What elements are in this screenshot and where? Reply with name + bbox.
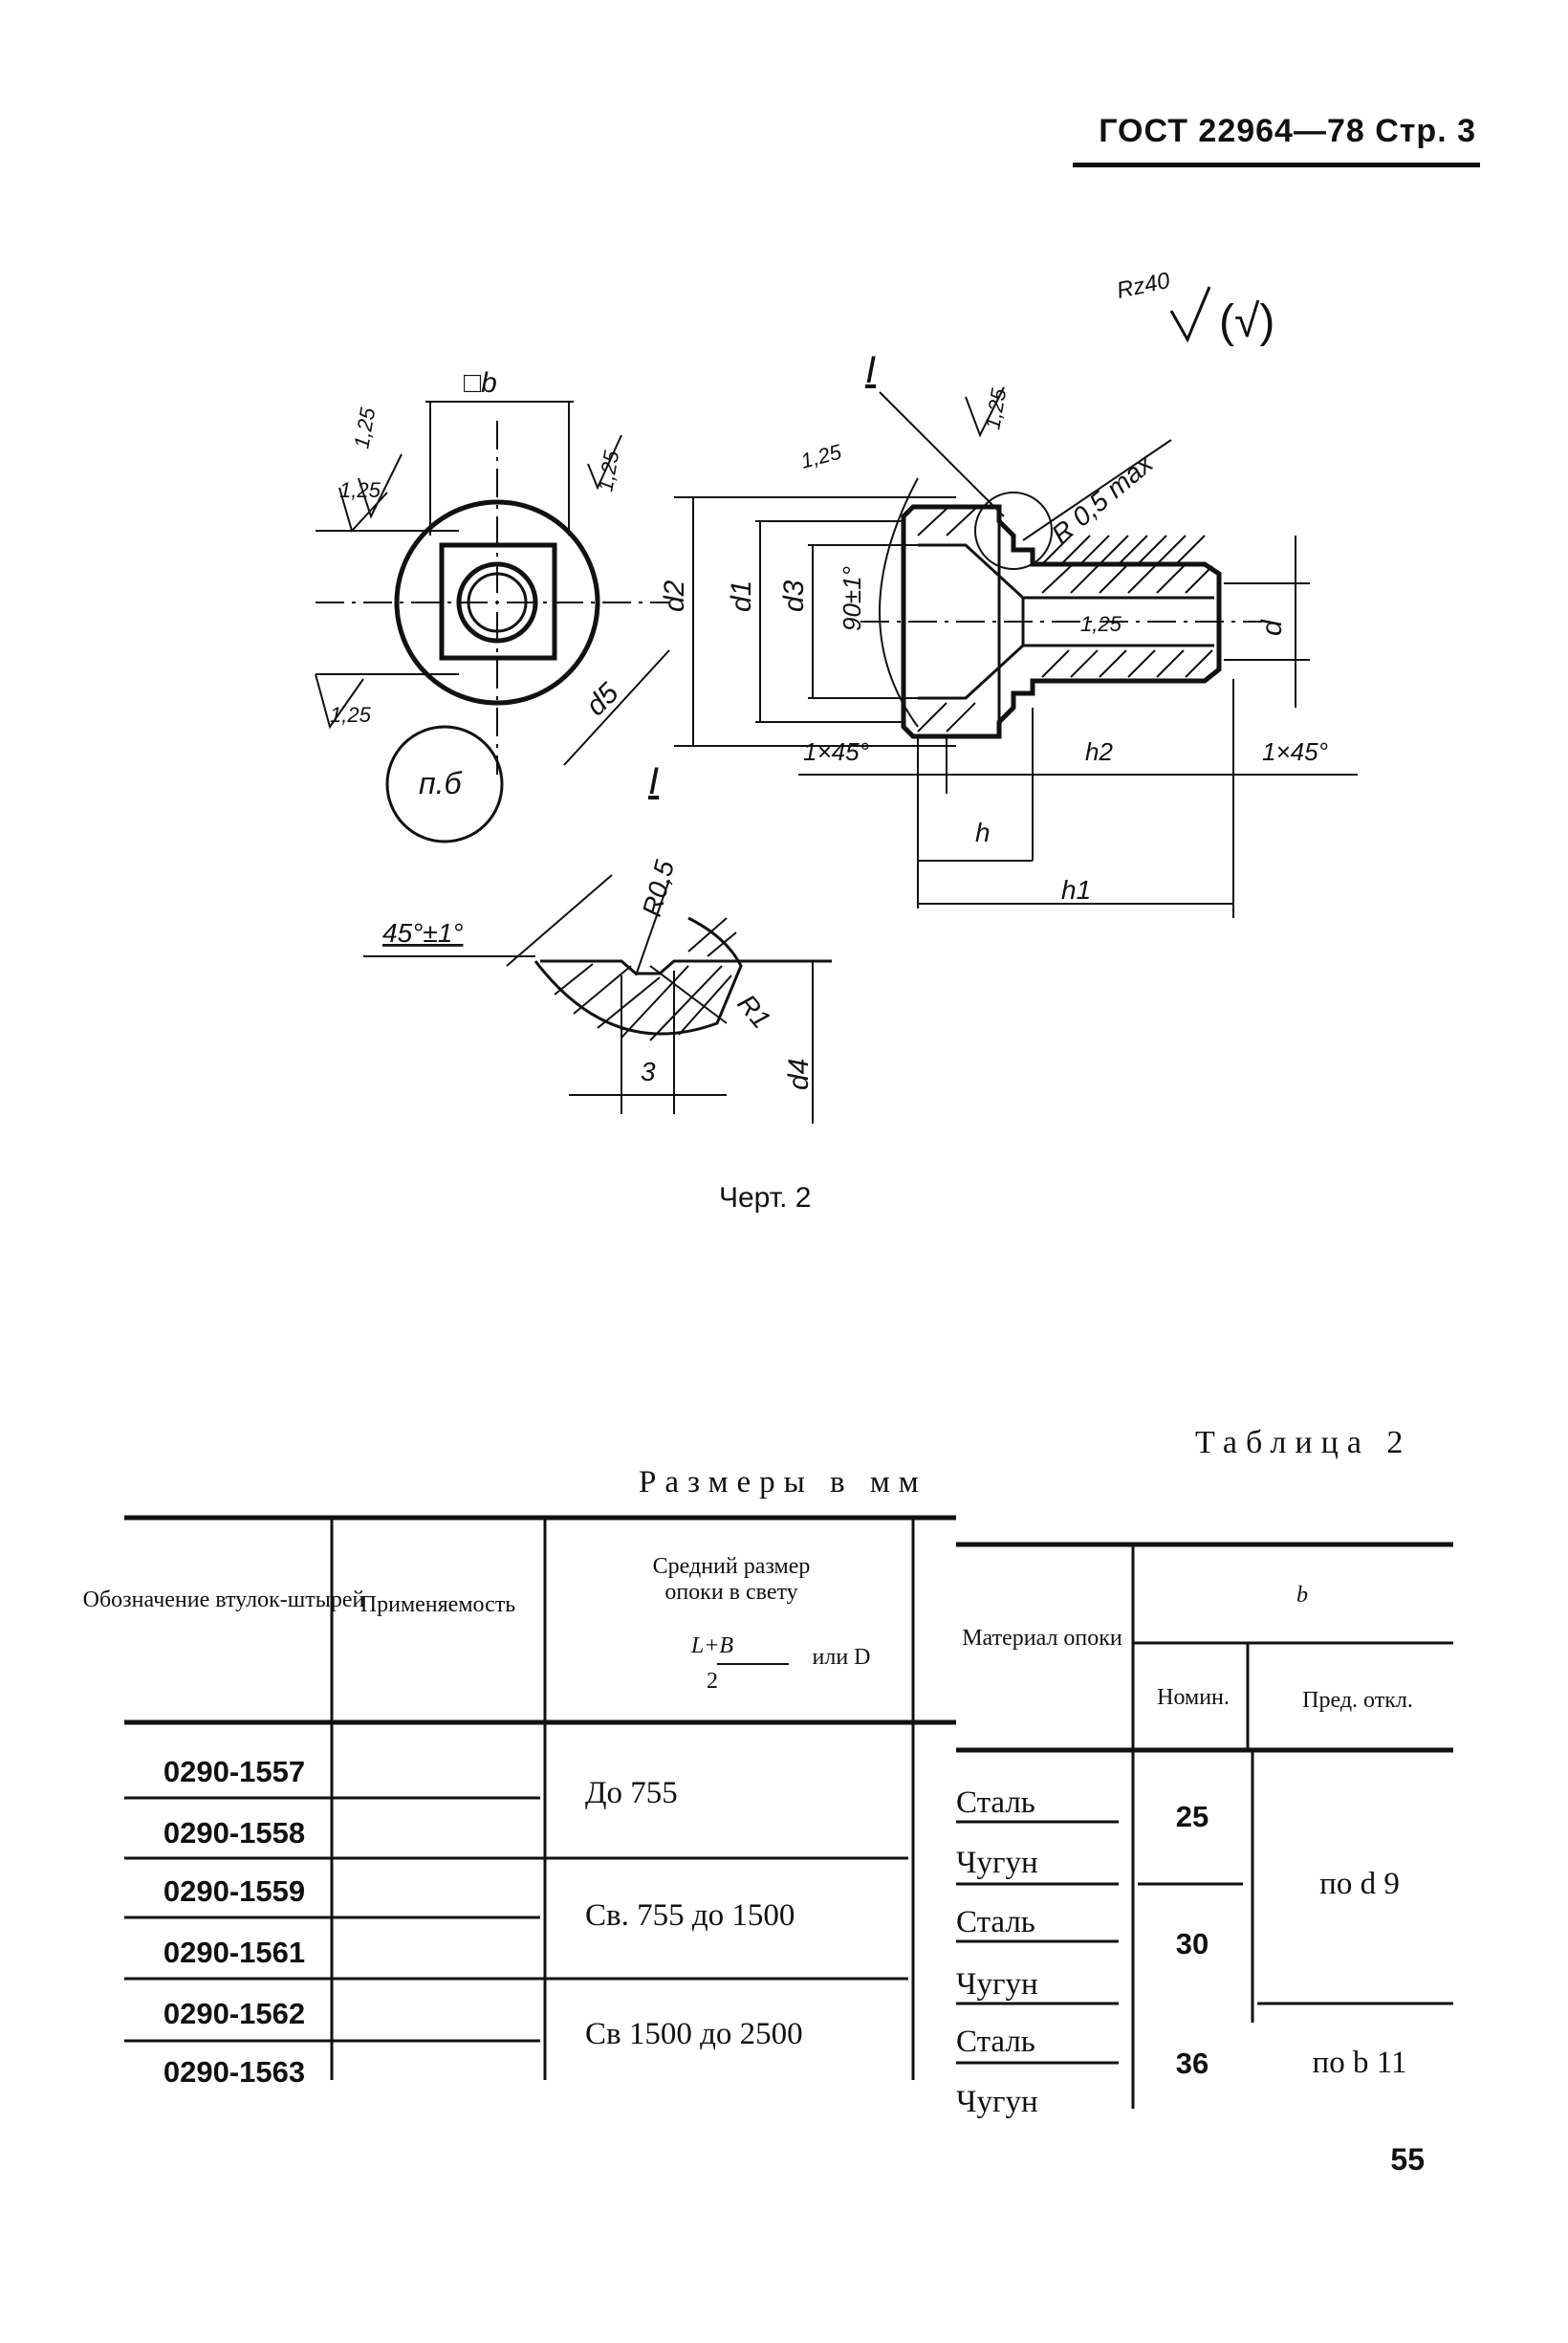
hdr-applicability: Применяемость — [360, 1592, 515, 1617]
hdr-b: b — [1296, 1583, 1308, 1608]
view-I-label: I — [648, 760, 659, 802]
roughness-125-b: 1,25 — [593, 449, 623, 493]
roughness-125-a: 1,25 — [349, 405, 380, 450]
chamfer-right-label: 1×45° — [1262, 737, 1328, 766]
material-cell: Чугун — [956, 1846, 1038, 1880]
end-view-outer-circle — [394, 499, 600, 706]
nominal-cell: 36 — [1176, 2047, 1209, 2080]
hdr-fraction-num: L+B — [690, 1633, 734, 1658]
r05max-label: R 0,5 max — [1046, 448, 1159, 549]
d1-label: d1 — [726, 580, 757, 612]
nominal-cell: 30 — [1176, 1927, 1209, 1960]
code-cell: 0290-1557 — [163, 1755, 305, 1788]
h-label: h — [975, 818, 991, 847]
dim-3-label: 3 — [641, 1057, 656, 1086]
h1-label: h1 — [1061, 875, 1091, 905]
dimensions-table: Обозначение втулок-штырей Применяемость … — [83, 1515, 1453, 2119]
range-cell: До 755 — [585, 1776, 678, 1810]
detail-pb-circle — [385, 725, 504, 843]
material-cell: Сталь — [956, 2025, 1035, 2059]
code-cell: 0290-1559 — [163, 1874, 305, 1908]
roughness-125-f: 1,25 — [1080, 612, 1122, 636]
hdr-or-d: или D — [813, 1645, 871, 1670]
r05-label: R0,5 — [637, 857, 680, 920]
h2-label: h2 — [1085, 737, 1113, 766]
deviation-cell: по b 11 — [1313, 2046, 1407, 2080]
roughness-125-g: 1,25 — [980, 386, 1011, 431]
page-header: ГОСТ 22964—78 Стр. 3 — [1099, 113, 1476, 149]
roughness-label: Rz40 — [1115, 268, 1173, 304]
angle-90-label: 90±1° — [838, 566, 866, 631]
pb-label: п.б — [419, 766, 463, 800]
material-cell: Чугун — [956, 2085, 1038, 2119]
range-cell: Св. 755 до 1500 — [585, 1898, 795, 1933]
roughness-sign — [1169, 286, 1211, 343]
hdr-mean-size-2: опоки в свету — [664, 1580, 797, 1605]
d-label: d — [1256, 619, 1288, 636]
section-I-label: I — [865, 349, 876, 391]
table-units: Размеры в мм — [639, 1465, 927, 1500]
material-cell: Сталь — [956, 1905, 1035, 1939]
d3-label: d3 — [778, 580, 810, 612]
hdr-designation: Обозначение втулок-штырей — [83, 1588, 365, 1612]
nominal-cell: 25 — [1176, 1800, 1209, 1833]
roughness-125-c: 1,25 — [339, 478, 381, 502]
square-b-label: □b — [464, 367, 497, 399]
hdr-material: Материал опоки — [962, 1626, 1122, 1651]
code-cell: 0290-1558 — [163, 1816, 305, 1850]
roughness-paren: (√) — [1219, 296, 1274, 347]
drawing-caption: Черт. 2 — [719, 1182, 812, 1214]
material-cell: Чугун — [956, 1967, 1038, 2002]
hdr-nominal: Номин. — [1157, 1685, 1230, 1710]
r1-label: R1 — [731, 989, 776, 1034]
angle-45-label: 45°±1° — [382, 918, 463, 948]
section-detail — [540, 959, 832, 975]
page-number: 55 — [1390, 2142, 1425, 2177]
d2-label: d2 — [659, 580, 690, 612]
code-cell: 0290-1562 — [163, 1997, 305, 2030]
hdr-mean-size-1: Средний размер — [653, 1554, 811, 1579]
code-cell: 0290-1563 — [163, 2055, 305, 2089]
technical-drawing: Rz40 (√) □b 1,25 1,25 1,25 1,25 1,25 1,2… — [315, 268, 1358, 1124]
bushing-side-view — [901, 504, 1222, 739]
range-cell: Св 1500 до 2500 — [585, 2017, 803, 2051]
hdr-deviation: Пред. откл. — [1302, 1688, 1413, 1713]
table-number: Таблица 2 — [1195, 1425, 1412, 1460]
hdr-fraction-den: 2 — [707, 1669, 718, 1694]
roughness-125-e: 1,25 — [798, 439, 845, 472]
header-rule — [1073, 163, 1480, 167]
code-cell: 0290-1561 — [163, 1936, 305, 1969]
d5-label: d5 — [580, 677, 625, 722]
material-cell: Сталь — [956, 1785, 1035, 1820]
roughness-125-d: 1,25 — [330, 703, 372, 727]
deviation-cell: по d 9 — [1319, 1867, 1400, 1901]
chamfer-left-label: 1×45° — [803, 737, 869, 766]
d4-label: d4 — [783, 1059, 815, 1090]
